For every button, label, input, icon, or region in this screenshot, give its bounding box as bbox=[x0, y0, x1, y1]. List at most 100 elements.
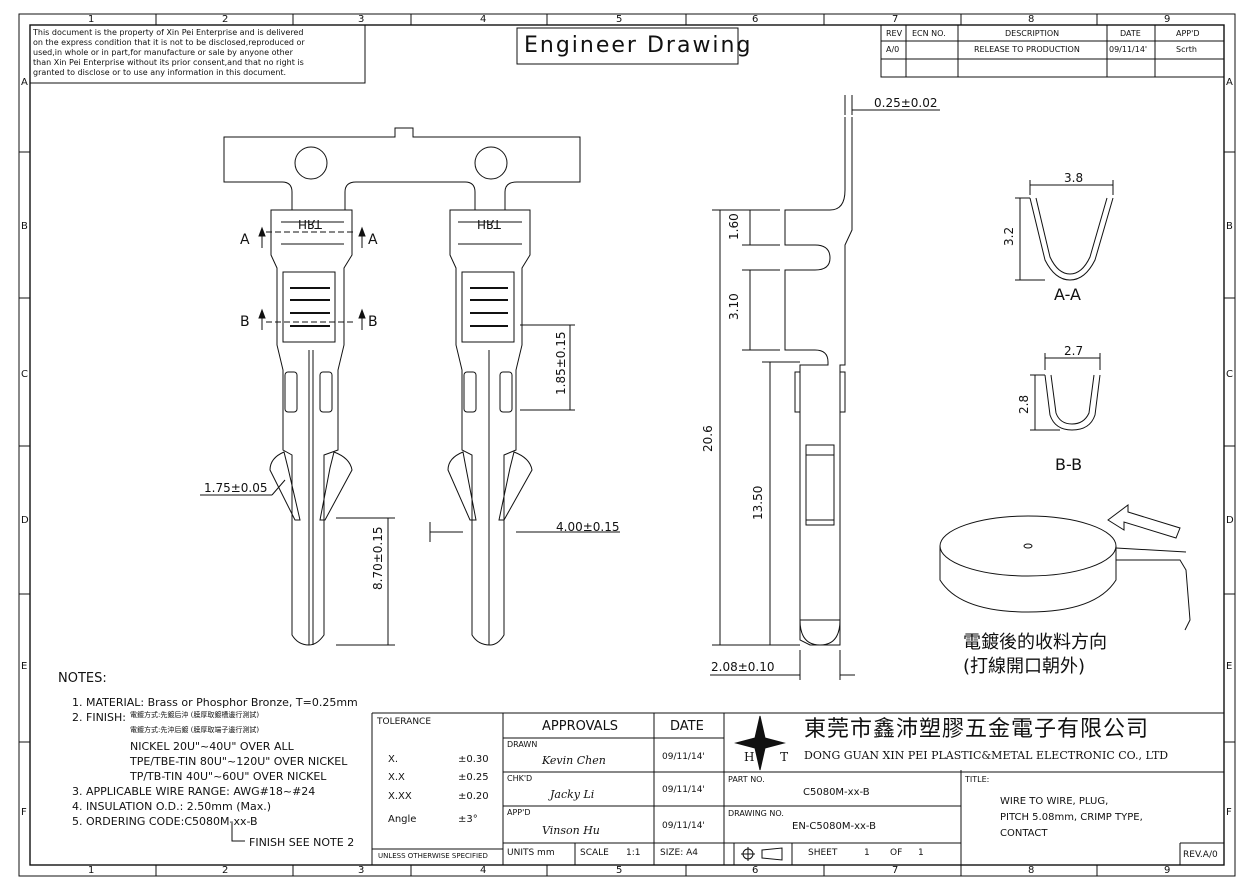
note-3: 3. APPLICABLE WIRE RANGE: AWG#18~#24 bbox=[72, 785, 316, 798]
zone-col-7-bottom: 7 bbox=[892, 865, 899, 876]
dim-aa-width: 3.8 bbox=[1064, 171, 1084, 185]
outer-border bbox=[18, 13, 1236, 877]
zone-col-5: 5 bbox=[616, 14, 623, 25]
drawn-label: DRAWN bbox=[507, 740, 538, 749]
title-line-3: CONTACT bbox=[1000, 828, 1048, 839]
finish-see-note: FINISH SEE NOTE 2 bbox=[249, 836, 355, 849]
terminal-rear-right bbox=[447, 209, 533, 646]
projection-symbol bbox=[741, 847, 783, 861]
section-b-left: B bbox=[240, 314, 250, 330]
note-2-finish-method-2: 電鍍方式:先沖后鍍 (膜厚取端子邊行測試) bbox=[130, 726, 260, 734]
zone-col-6: 6 bbox=[752, 14, 759, 25]
disclaimer-line: This document is the property of Xin Pei… bbox=[33, 28, 304, 37]
zone-row-f: F bbox=[21, 807, 27, 818]
checked-date: 09/11/14' bbox=[662, 785, 705, 795]
dimension-lines-front bbox=[200, 324, 620, 646]
tolerance-angle-value: ±3° bbox=[458, 814, 478, 825]
tolerance-angle: Angle bbox=[388, 814, 417, 825]
approved-date: 09/11/14' bbox=[662, 821, 705, 831]
zone-col-2-bottom: 2 bbox=[222, 865, 229, 876]
tolerance-xx: X.X bbox=[388, 772, 405, 783]
note-2-nickel: NICKEL 20U"~40U" OVER ALL bbox=[130, 740, 294, 753]
part-no-value: C5080M-xx-B bbox=[803, 787, 870, 798]
dim-aa-height: 3.2 bbox=[1002, 226, 1016, 246]
title-line-1: WIRE TO WIRE, PLUG, bbox=[1000, 796, 1109, 807]
drawing-no-value: EN-C5080M-xx-B bbox=[792, 821, 877, 832]
zone-row-b-right: B bbox=[1226, 221, 1233, 232]
section-aa-label: A-A bbox=[1054, 285, 1081, 304]
section-a-left: A bbox=[240, 232, 250, 248]
zone-row-e-right: E bbox=[1226, 661, 1233, 672]
zone-col-4: 4 bbox=[480, 14, 487, 25]
section-b-right: B bbox=[368, 314, 378, 330]
zone-row-b: B bbox=[21, 221, 28, 232]
zone-row-a-right: A bbox=[1226, 77, 1233, 88]
rev-footer: REV.A/0 bbox=[1183, 850, 1218, 860]
company-logo-text: H T bbox=[744, 750, 795, 764]
part-no-label: PART NO. bbox=[728, 775, 765, 784]
sheet-value: 1 bbox=[864, 848, 870, 858]
zone-row-c: C bbox=[21, 369, 28, 380]
size-label: SIZE: A4 bbox=[660, 848, 698, 858]
zone-row-d: D bbox=[21, 515, 29, 526]
checked-signature: Jacky Li bbox=[550, 788, 595, 801]
reel-illustration bbox=[939, 504, 1191, 631]
tolerance-x: X. bbox=[388, 754, 399, 765]
note-5: 5. ORDERING CODE:C5080M-xx-B bbox=[72, 815, 258, 828]
disclaimer-box bbox=[29, 24, 366, 84]
tolerance-footer: UNLESS OTHERWISE SPECIFIED bbox=[378, 852, 488, 860]
dim-1-75: 1.75±0.05 bbox=[204, 481, 268, 495]
zone-col-7: 7 bbox=[892, 14, 899, 25]
company-name-cn: 東莞市鑫沛塑膠五金電子有限公司 bbox=[804, 717, 1150, 742]
sheet-label: SHEET bbox=[808, 848, 838, 858]
scale-value: 1:1 bbox=[626, 848, 641, 858]
section-markers bbox=[258, 226, 366, 330]
drawing-no-label: DRAWING NO. bbox=[728, 809, 784, 818]
approved-label: APP'D bbox=[507, 808, 531, 817]
note-2-tp: TP/TB-TIN 40U"~60U" OVER NICKEL bbox=[130, 770, 327, 783]
sheet-total: 1 bbox=[918, 848, 924, 858]
zone-col-5-bottom: 5 bbox=[616, 865, 623, 876]
dim-4-00: 4.00±0.15 bbox=[556, 520, 620, 534]
description-value: RELEASE TO PRODUCTION bbox=[974, 45, 1080, 54]
dim-bb-height: 2.8 bbox=[1017, 394, 1031, 414]
zone-ticks bbox=[19, 14, 1235, 876]
dim-1-85: 1.85±0.15 bbox=[554, 331, 568, 396]
zone-col-1: 1 bbox=[88, 14, 95, 25]
note-4: 4. INSULATION O.D.: 2.50mm (Max.) bbox=[72, 800, 272, 813]
appd-header: APP'D bbox=[1176, 29, 1200, 38]
zone-col-3: 3 bbox=[358, 14, 365, 25]
zone-col-4-bottom: 4 bbox=[480, 865, 487, 876]
tolerance-x-value: ±0.30 bbox=[458, 754, 489, 765]
drawn-date: 09/11/14' bbox=[662, 752, 705, 762]
part-marking-left: HRT bbox=[298, 217, 322, 231]
note-2-finish-method-1: 電鍍方式:先鍍后沖 (膜厚取鍍槽邊行測試) bbox=[130, 711, 260, 719]
approvals-header: APPROVALS bbox=[542, 719, 619, 734]
reel-note-line-2: (打線開口朝外) bbox=[963, 656, 1086, 677]
dim-20-6: 20.6 bbox=[701, 425, 715, 452]
section-a-right: A bbox=[368, 232, 378, 248]
drawing-title: Engineer Drawing bbox=[524, 33, 753, 58]
title-block-lines bbox=[371, 712, 1224, 865]
units-label: UNITS mm bbox=[507, 848, 555, 858]
notes-heading: NOTES: bbox=[58, 671, 107, 686]
revision-table bbox=[880, 24, 1225, 78]
ecn-header: ECN NO. bbox=[912, 29, 946, 38]
zone-col-9-bottom: 9 bbox=[1164, 865, 1171, 876]
zone-col-9: 9 bbox=[1164, 14, 1171, 25]
disclaimer-line: used,in whole or in part,for manufacture… bbox=[33, 48, 293, 57]
tolerance-xxx: X.XX bbox=[388, 791, 412, 802]
zone-col-1-bottom: 1 bbox=[88, 865, 95, 876]
title-line-2: PITCH 5.08mm, CRIMP TYPE, bbox=[1000, 812, 1143, 823]
carrier-strip bbox=[223, 127, 581, 211]
inner-border bbox=[29, 24, 1225, 866]
zone-col-8-bottom: 8 bbox=[1028, 865, 1035, 876]
tolerance-xxx-value: ±0.20 bbox=[458, 791, 489, 802]
zone-row-c-right: C bbox=[1226, 369, 1233, 380]
scale-label: SCALE bbox=[580, 848, 609, 858]
dim-1-60: 1.60 bbox=[727, 213, 741, 240]
disclaimer-line: granted to disclose or to use any inform… bbox=[33, 68, 287, 77]
company-logo bbox=[734, 715, 786, 771]
